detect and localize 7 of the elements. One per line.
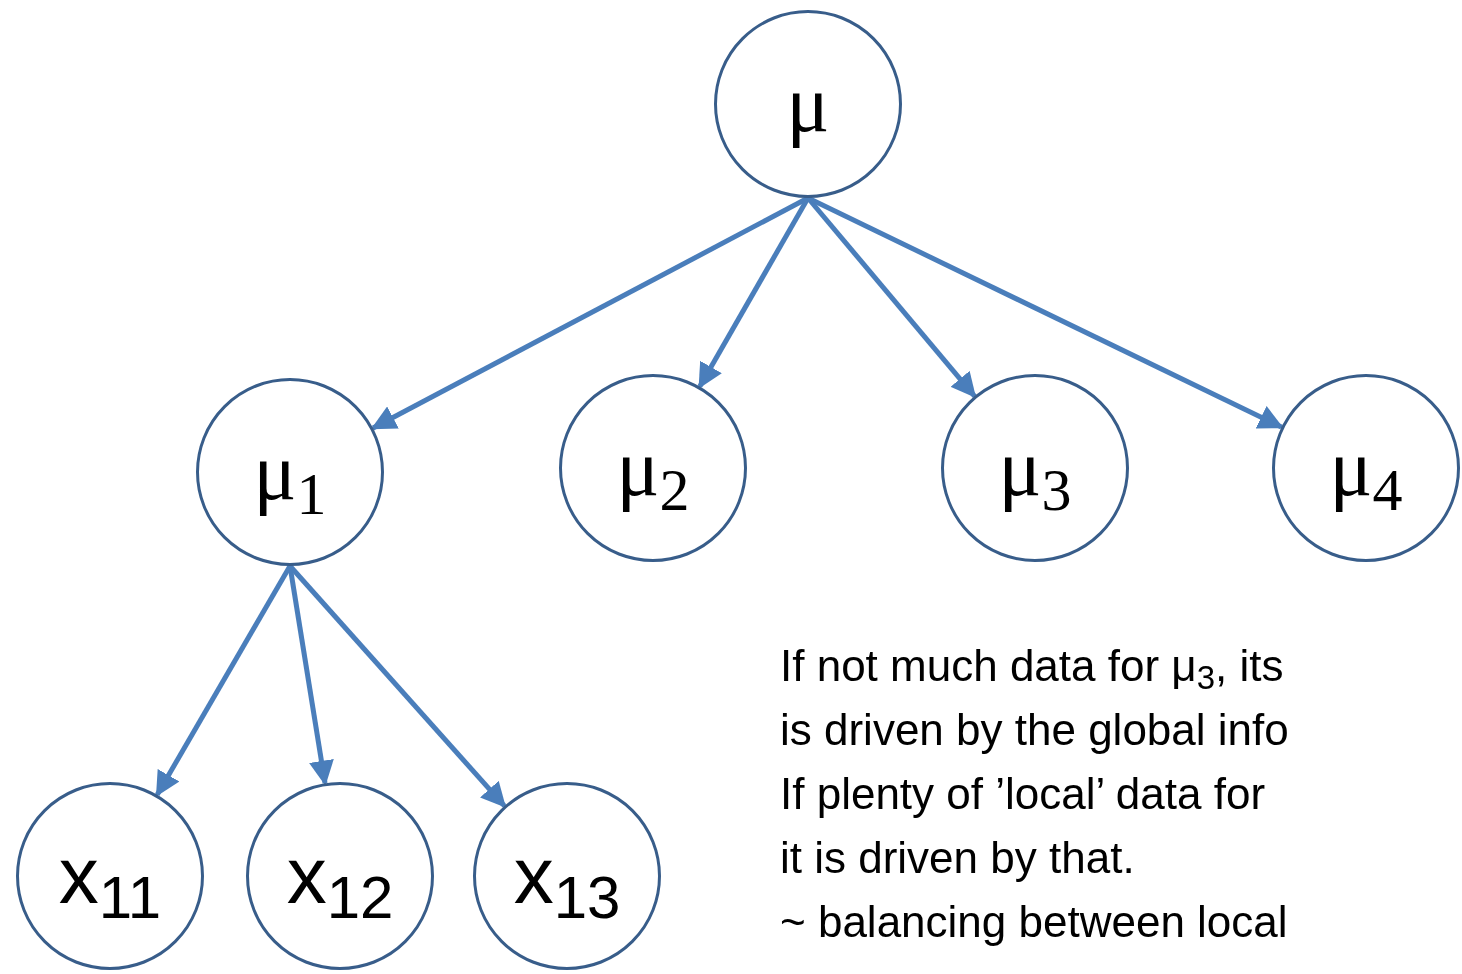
note-text: is driven by the global info bbox=[780, 704, 1289, 756]
note-text: ~ balancing between local bbox=[780, 896, 1289, 948]
node-label: x$_{11}$ bbox=[58, 836, 162, 916]
note-text: If plenty of ’local’ data for bbox=[780, 768, 1267, 820]
node-label: x$_{12}$ bbox=[286, 836, 394, 916]
note-text: If not much data for μ$_{3}$, its bbox=[780, 640, 1285, 698]
note-text: it is driven by that. bbox=[780, 832, 1136, 884]
